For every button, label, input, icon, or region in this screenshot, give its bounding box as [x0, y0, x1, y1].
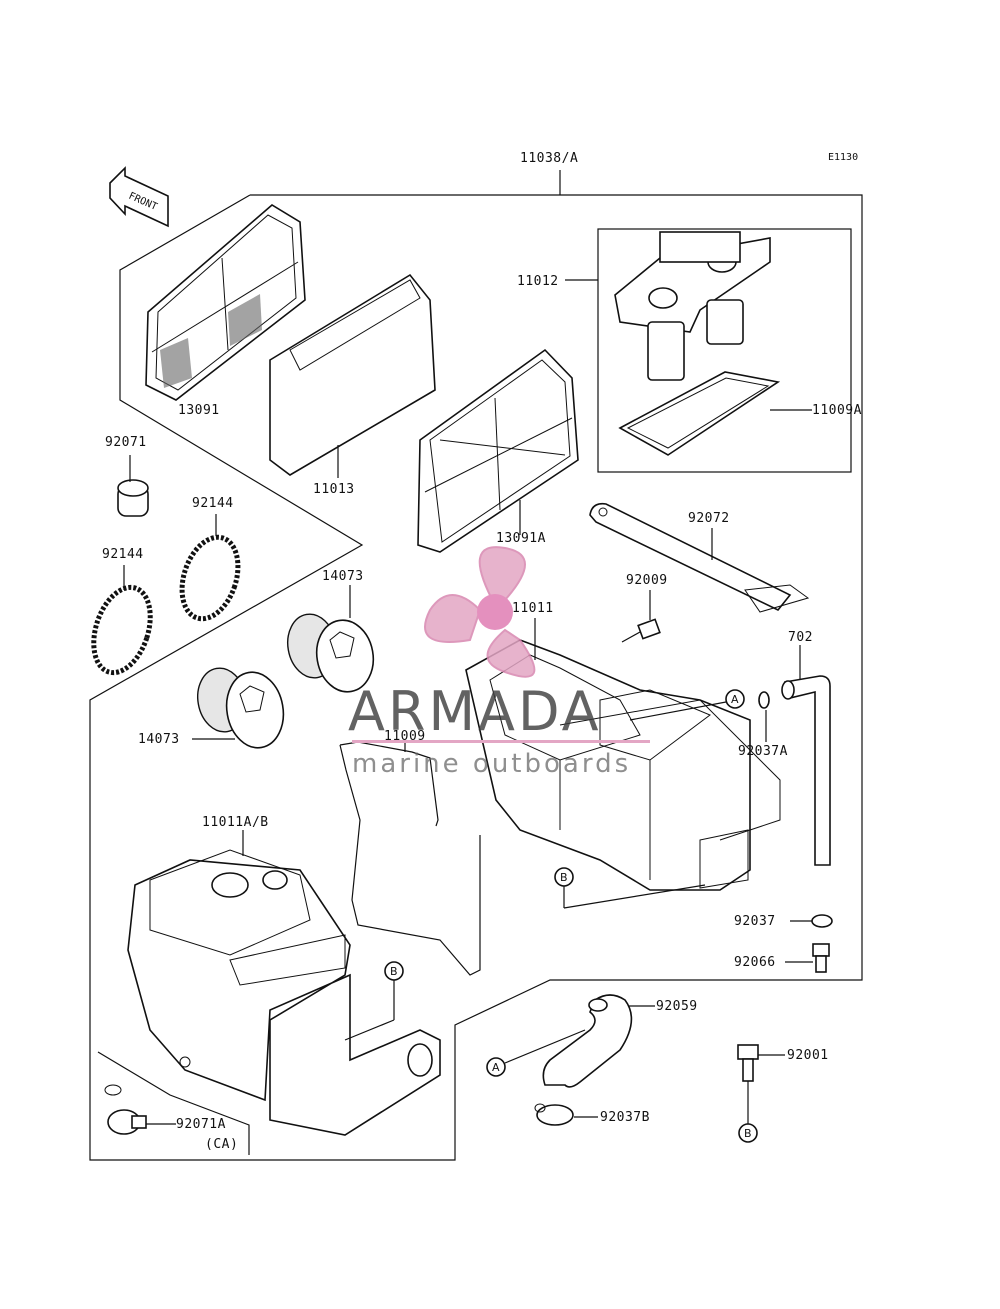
part-13091A-screen [417, 348, 579, 553]
part-11013-element [269, 273, 436, 478]
part-92072-bracket [589, 502, 810, 613]
label-92009: 92009 [626, 573, 668, 588]
box-11012 [565, 228, 852, 473]
label-92037B: 92037B [600, 1110, 650, 1125]
watermark-tagline: marine outboards [352, 749, 631, 779]
ref-A-upper-text: A [731, 693, 739, 706]
part-92001-bolt [737, 1044, 785, 1124]
part-92009-bolt [621, 590, 661, 643]
part-92059-hose [542, 994, 655, 1088]
propeller-icon [424, 546, 536, 678]
part-92037-ring [790, 914, 833, 928]
ref-B-middle: B [554, 867, 706, 909]
label-92144-upper: 92144 [192, 496, 234, 511]
part-14073-duct-upper [287, 585, 375, 693]
part-702-hose [781, 645, 831, 866]
label-14073-lower: 14073 [138, 732, 180, 747]
ref-B-lower: B [344, 961, 404, 1041]
front-arrow-icon: FRONT [109, 166, 169, 228]
label-13091A: 13091A [496, 531, 546, 546]
part-92144-clamp-upper [179, 514, 241, 622]
label-14073-upper: 14073 [322, 569, 364, 584]
label-11038: 11038/A [520, 151, 578, 166]
watermark-brand: ARMADA [348, 680, 602, 743]
label-92072: 92072 [688, 511, 730, 526]
label-11011: 11011 [512, 601, 554, 616]
part-92037B-clip [534, 1103, 598, 1126]
ref-B-right: B [738, 1123, 758, 1143]
label-92059: 92059 [656, 999, 698, 1014]
ref-B-middle-text: B [560, 871, 568, 884]
label-702: 702 [788, 630, 813, 645]
diagram-code: E1130 [828, 152, 858, 163]
label-92037A: 92037A [738, 744, 788, 759]
ref-A-upper: A [629, 689, 745, 721]
label-92071A: 92071A [176, 1117, 226, 1132]
part-92144-clamp-lower [91, 565, 153, 676]
ref-B-right-text: B [744, 1127, 752, 1140]
ref-A-lower: A [486, 1029, 586, 1077]
part-92066-plug [785, 943, 830, 973]
part-92071A-drain [97, 1051, 250, 1155]
label-11009A: 11009A [812, 403, 862, 418]
part-13091-screen [145, 204, 306, 401]
label-92071: 92071 [105, 435, 147, 450]
label-11011AB: 11011A/B [202, 815, 269, 830]
part-11011-case [465, 618, 781, 891]
label-92037: 92037 [734, 914, 776, 929]
ref-A-lower-text: A [492, 1061, 500, 1074]
part-92071-cap [117, 455, 149, 517]
label-92071A-note: (CA) [205, 1137, 238, 1152]
ref-B-lower-text: B [390, 965, 398, 978]
part-11012-drawing [614, 231, 771, 381]
label-11012: 11012 [517, 274, 559, 289]
part-14073-duct-lower [192, 667, 285, 749]
label-92066: 92066 [734, 955, 776, 970]
label-92144-lower: 92144 [102, 547, 144, 562]
label-92001: 92001 [787, 1048, 829, 1063]
watermark-logo: ARMADA marine outboards [348, 546, 650, 779]
label-13091: 13091 [178, 403, 220, 418]
label-11013: 11013 [313, 482, 355, 497]
part-92037A-clip [758, 691, 770, 742]
gasket-11009A [618, 371, 781, 456]
assembly-outline [89, 170, 863, 1161]
part-11011AB-case [127, 830, 441, 1136]
